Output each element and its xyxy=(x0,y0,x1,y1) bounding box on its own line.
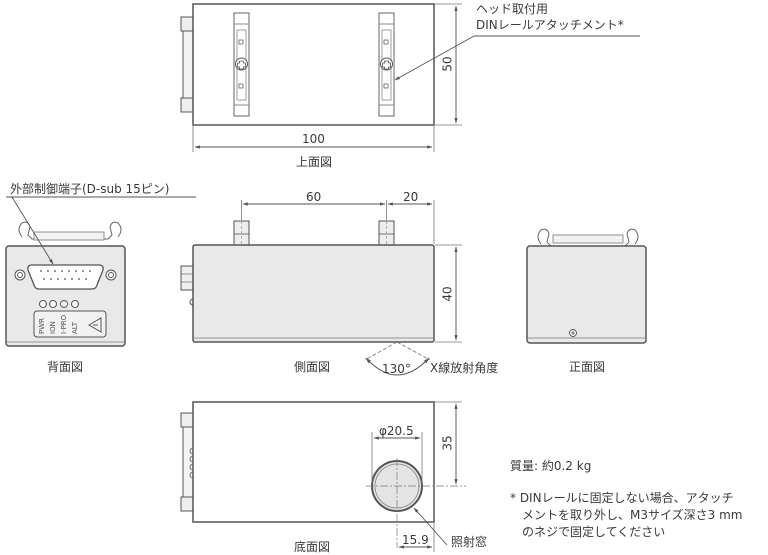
side-dim-spacing: 60 xyxy=(306,190,322,204)
side-view xyxy=(180,200,462,376)
side-dim-height: 40 xyxy=(440,286,455,302)
back-callout-dsub: 外部制御端子(D-sub 15ピン) xyxy=(10,182,170,196)
spec-mass: 質量: 約0.2 kg xyxy=(510,459,592,473)
led-label-pwr: PWR xyxy=(38,317,46,334)
status-leds xyxy=(39,300,79,308)
bottom-dim-diameter: φ20.5 xyxy=(379,424,414,438)
top-callout-line2: DINレールアタッチメント* xyxy=(476,18,624,32)
top-dim-height: 50 xyxy=(440,56,455,72)
bottom-dim-height: 35 xyxy=(440,435,455,451)
dsub-connector xyxy=(14,264,117,290)
bottom-view xyxy=(180,401,466,552)
din-attachment-right xyxy=(378,12,395,117)
front-view xyxy=(526,228,647,344)
footnote-line-1: * DINレールに固定しない場合、アタッチ xyxy=(510,491,734,505)
din-attachment-left xyxy=(233,12,250,117)
back-view-caption: 背面図 xyxy=(47,360,84,374)
footnote: * DINレールに固定しない場合、アタッチ メントを取り外し、M3サイズ深さ3 … xyxy=(510,490,742,541)
top-dim-width: 100 xyxy=(302,132,325,146)
bottom-dim-from-edge: 15.9 xyxy=(402,533,429,547)
warning-triangle-icon xyxy=(88,317,102,333)
led-label-alt: ALT xyxy=(71,321,79,334)
front-view-caption: 正面図 xyxy=(569,360,606,374)
footnote-line-2: メントを取り外し、M3サイズ深さ3 mm xyxy=(522,508,743,522)
back-view xyxy=(5,196,196,347)
emission-angle-label: X線放射角度 xyxy=(430,361,499,375)
bottom-view-caption: 底面図 xyxy=(294,540,331,554)
irradiation-window-label: 照射窓 xyxy=(451,535,488,549)
side-dim-offset: 20 xyxy=(403,190,419,204)
top-view xyxy=(180,3,640,152)
footnote-line-3: のネジで固定してください xyxy=(522,525,666,539)
top-callout-line1: ヘッド取付用 xyxy=(476,2,549,16)
emission-angle-value: 130° xyxy=(382,362,411,376)
top-view-caption: 上面図 xyxy=(296,155,333,169)
led-label-ipro: I-PRO xyxy=(60,314,68,334)
led-label-ion: ION xyxy=(49,321,57,334)
side-view-caption: 側面図 xyxy=(294,360,331,374)
